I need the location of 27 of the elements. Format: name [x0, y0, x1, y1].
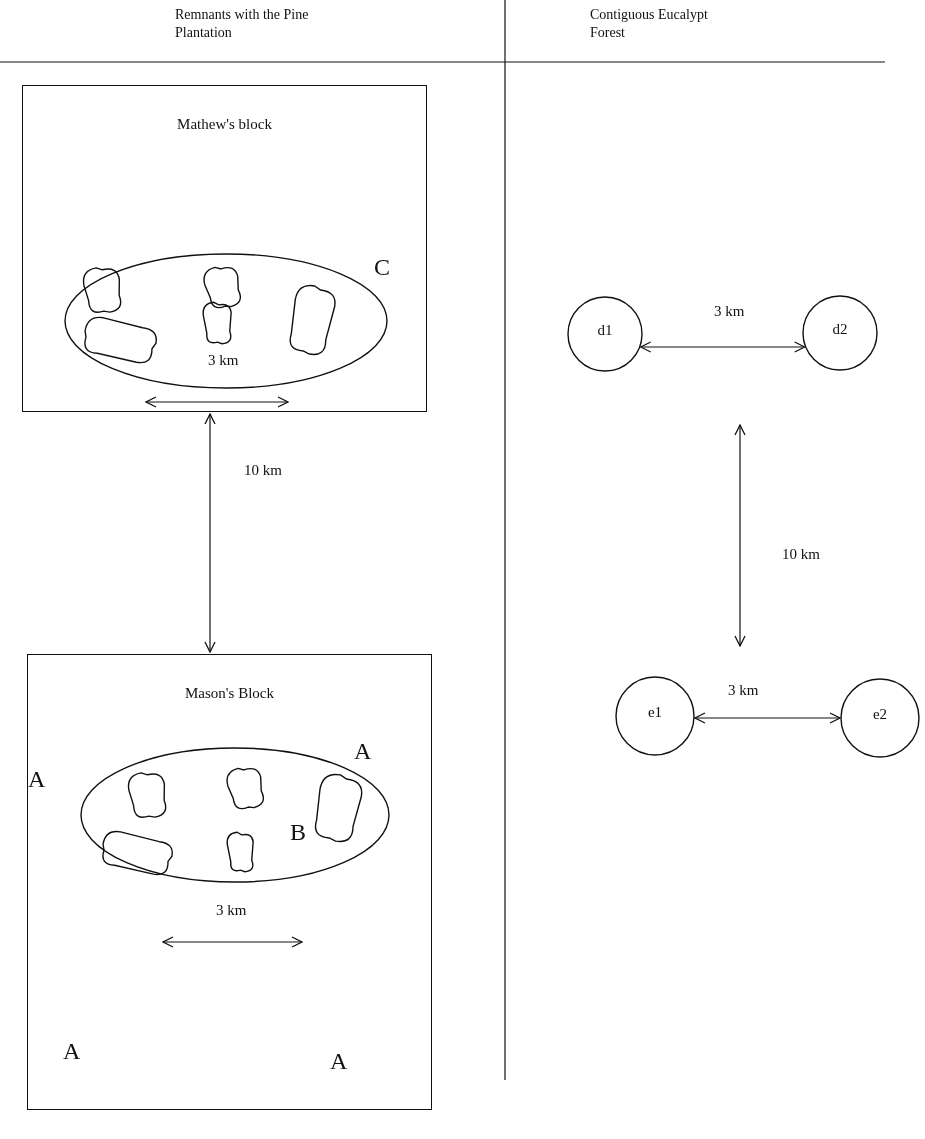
site-label: d2	[832, 321, 848, 339]
column-heading: Remnants with the Pine Plantation	[175, 6, 310, 42]
dimension-label: 3 km	[208, 352, 239, 369]
site-circle	[615, 676, 695, 756]
site-letter: A	[63, 1038, 81, 1065]
site-circle	[567, 296, 643, 372]
site-circle	[802, 295, 878, 371]
site-letter: A	[330, 1048, 348, 1075]
remnant-ellipse	[64, 253, 388, 389]
block-title: Mason's Block	[185, 685, 274, 702]
site-label: e2	[872, 706, 888, 724]
arrow	[204, 413, 216, 653]
block-box	[22, 85, 427, 412]
arrow	[694, 712, 841, 724]
dimension-label: 10 km	[782, 546, 820, 563]
site-letter: A	[354, 738, 372, 765]
block-title: Mathew's block	[177, 116, 272, 133]
arrow	[640, 341, 806, 353]
column-heading: Contiguous Eucalypt Forest	[590, 6, 709, 42]
site-letter: C	[374, 254, 390, 281]
site-label: d1	[597, 322, 613, 340]
site-label: e1	[647, 704, 663, 722]
site-circle	[840, 678, 920, 758]
dimension-label: 3 km	[216, 902, 247, 919]
block-box	[27, 654, 432, 1110]
site-letter: B	[290, 819, 306, 846]
site-letter: A	[28, 766, 46, 793]
